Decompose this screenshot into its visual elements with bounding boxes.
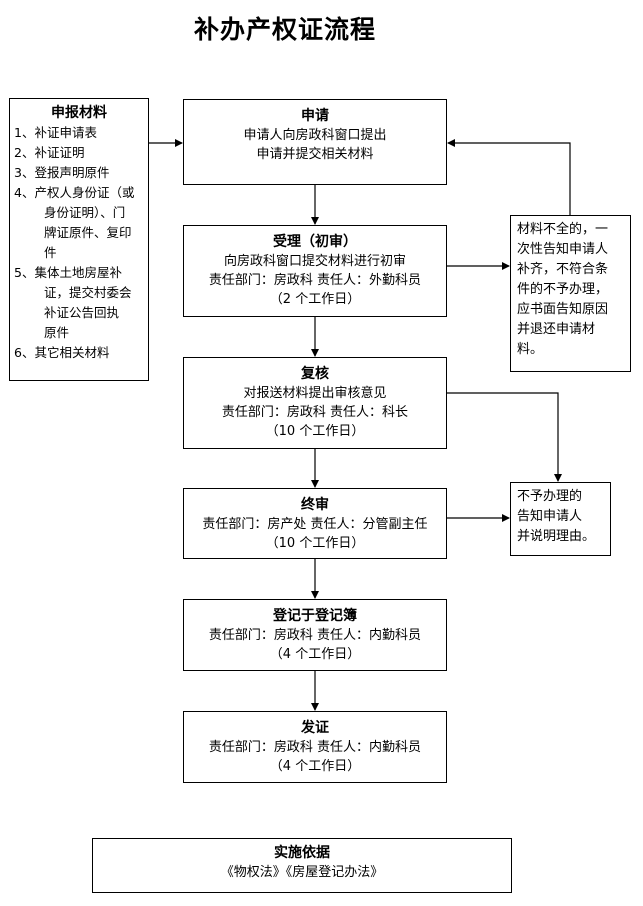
arrow-incomplete-to-apply: [447, 139, 571, 215]
materials-item: 1、补证申请表: [14, 125, 97, 140]
step-issue: 发证 责任部门：房政科 责任人：内勤科员 （4 个工作日）: [183, 711, 447, 783]
step-review-heading: 复核: [301, 366, 329, 382]
step-apply-line: 申请人向房政科窗口提出: [243, 128, 387, 143]
materials-box: 申报材料 1、补证申请表 2、补证证明 3、登报声明原件 4、产权人身份证（或 …: [9, 98, 149, 381]
basis-heading: 实施依据: [274, 845, 330, 861]
step-apply-line: 申请并提交相关材料: [256, 147, 374, 162]
materials-item: 补证公告回执: [44, 305, 120, 320]
step-register-line: （4 个工作日）: [269, 647, 361, 662]
step-review-line: （10 个工作日）: [265, 424, 365, 439]
incomplete-note: 材料不全的，一 次性告知申请人 补齐，不符合条 件的不予办理， 应书面告知原因 …: [510, 215, 631, 372]
materials-item: 6、其它相关材料: [14, 345, 110, 360]
reject-note-line: 并说明理由。: [517, 529, 596, 544]
incomplete-note-line: 应书面告知原因: [517, 302, 609, 317]
incomplete-note-line: 补齐，不符合条: [517, 262, 609, 277]
materials-item: 3、登报声明原件: [14, 165, 110, 180]
materials-item: 4、产权人身份证（或: [14, 185, 135, 200]
step-accept-line: 向房政科窗口提交材料进行初审: [223, 254, 406, 269]
step-review: 复核 对报送材料提出审核意见 责任部门：房政科 责任人：科长 （10 个工作日）: [183, 357, 447, 449]
incomplete-note-line: 次性告知申请人: [517, 242, 609, 257]
reject-note-line: 告知申请人: [517, 509, 583, 524]
step-register: 登记于登记簿 责任部门：房政科 责任人：内勤科员 （4 个工作日）: [183, 599, 447, 671]
materials-item: 证，提交村委会: [44, 285, 132, 300]
step-issue-line: 责任部门：房政科 责任人：内勤科员: [208, 740, 422, 755]
incomplete-note-line: 料。: [517, 342, 544, 357]
incomplete-note-line: 材料不全的，一: [517, 222, 609, 237]
materials-item: 5、集体土地房屋补: [14, 265, 122, 280]
step-accept-line: （2 个工作日）: [269, 292, 361, 307]
materials-heading: 申报材料: [51, 105, 107, 121]
materials-item: 身份证明）、门: [44, 205, 126, 220]
materials-item: 2、补证证明: [14, 145, 85, 160]
step-review-line: 责任部门：房政科 责任人：科长: [221, 405, 409, 420]
basis-text: 《物权法》《房屋登记办法》: [220, 865, 384, 880]
reject-note: 不予办理的 告知申请人 并说明理由。: [510, 482, 611, 556]
step-review-line: 对报送材料提出审核意见: [243, 386, 387, 401]
step-issue-line: （4 个工作日）: [269, 759, 361, 774]
reject-note-line: 不予办理的: [517, 489, 583, 504]
step-final-heading: 终审: [301, 497, 329, 513]
step-issue-heading: 发证: [301, 720, 329, 736]
step-accept-line: 责任部门：房政科 责任人：外勤科员: [208, 273, 422, 288]
materials-item: 原件: [44, 325, 70, 340]
basis-box: 实施依据 《物权法》《房屋登记办法》: [92, 838, 512, 893]
step-final-line: 责任部门：房产处 责任人：分管副主任: [202, 517, 428, 532]
page-title: 补办产权证流程: [193, 15, 376, 44]
step-accept: 受理（初审） 向房政科窗口提交材料进行初审 责任部门：房政科 责任人：外勤科员 …: [183, 225, 447, 317]
step-apply-heading: 申请: [301, 108, 329, 124]
step-apply: 申请 申请人向房政科窗口提出 申请并提交相关材料: [183, 99, 447, 185]
step-final: 终审 责任部门：房产处 责任人：分管副主任 （10 个工作日）: [183, 488, 447, 559]
step-register-line: 责任部门：房政科 责任人：内勤科员: [208, 628, 422, 643]
step-final-line: （10 个工作日）: [265, 536, 365, 551]
materials-item: 牌证原件、复印: [44, 225, 132, 240]
incomplete-note-line: 并退还申请材: [517, 322, 596, 337]
materials-item: 件: [44, 245, 57, 260]
arrow-review-to-reject: [447, 392, 562, 482]
step-accept-heading: 受理（初审）: [273, 234, 357, 250]
step-register-heading: 登记于登记簿: [273, 608, 357, 624]
incomplete-note-line: 件的不予办理，: [517, 282, 609, 297]
